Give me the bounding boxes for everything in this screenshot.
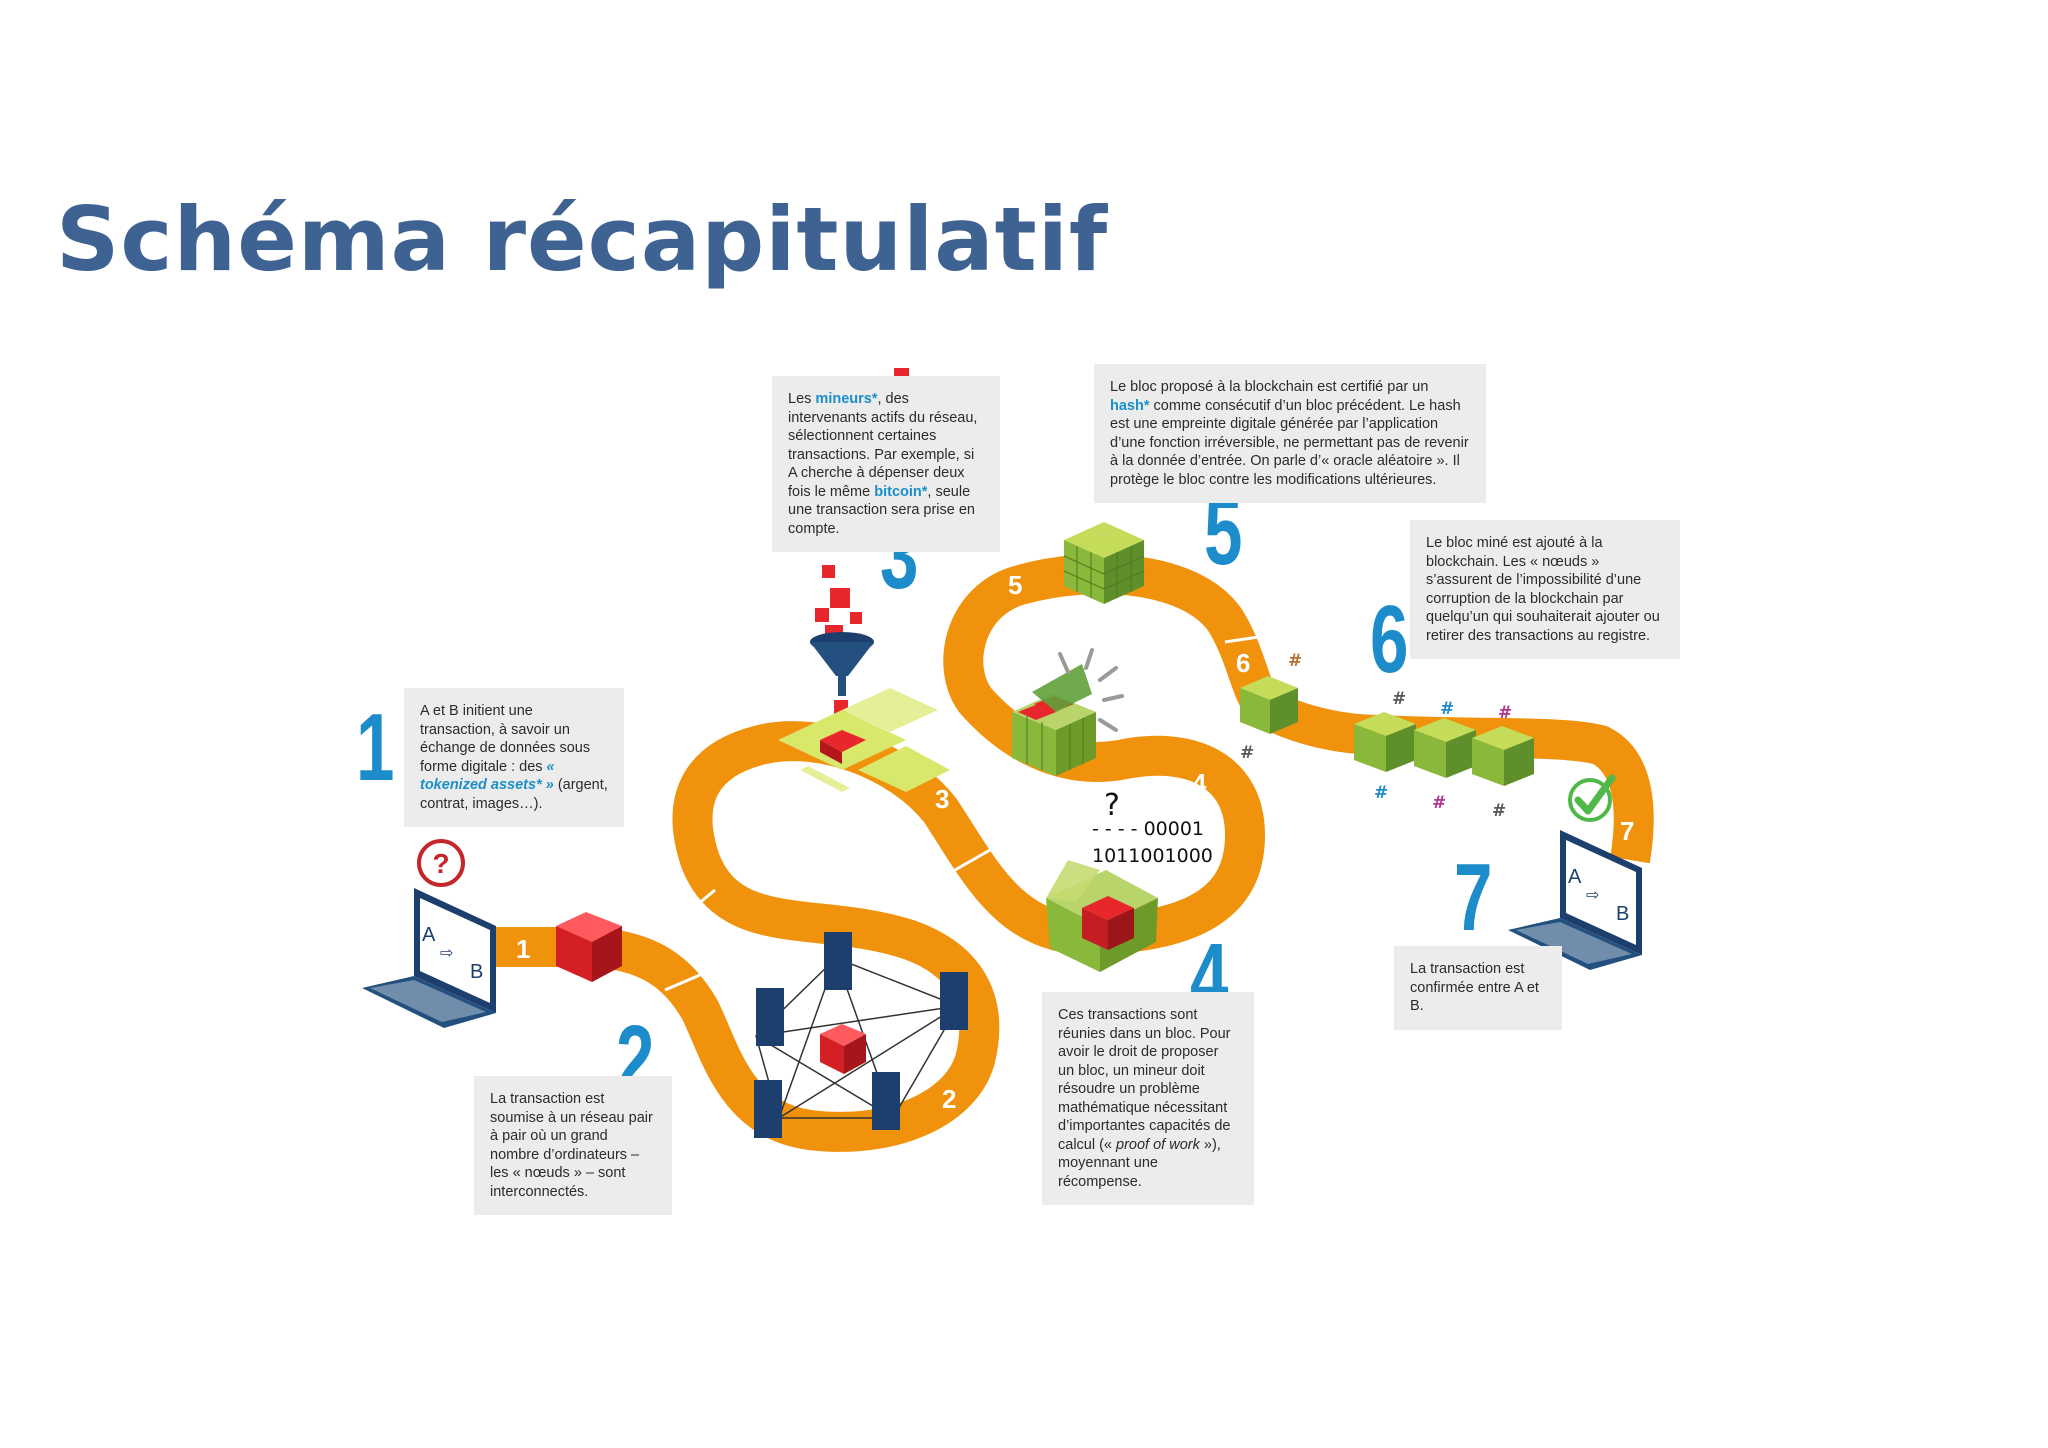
chain-cubes-icon bbox=[1240, 676, 1534, 786]
burst-icon bbox=[1058, 648, 1124, 732]
open-box-icon bbox=[1046, 860, 1158, 972]
path-label-2: 2 bbox=[942, 1084, 956, 1114]
transaction-cube-icon bbox=[556, 912, 622, 982]
hash-icon: # bbox=[1498, 703, 1512, 723]
step-7-text-box: La transaction est confirmée entre A et … bbox=[1394, 946, 1562, 1030]
binary-line-2: 1011001000 bbox=[1092, 845, 1213, 867]
certified-cube-icon bbox=[1063, 522, 1145, 604]
hash-icon: # bbox=[1374, 783, 1388, 803]
step-7-text: La transaction est confirmée entre A et … bbox=[1410, 961, 1539, 1014]
path-label-1: 1 bbox=[516, 934, 530, 964]
funnel-icon bbox=[810, 632, 874, 696]
step-6-text: Le bloc miné est ajouté à la blockchain.… bbox=[1426, 535, 1660, 644]
svg-text:?: ? bbox=[432, 848, 449, 879]
step-4-text-box: Ces transactions sont réunies dans un bl… bbox=[1042, 992, 1254, 1205]
arrow-icon: ⇨ bbox=[440, 943, 453, 962]
step-2-text-box: La transaction est soumise à un réseau p… bbox=[474, 1076, 672, 1215]
path-label-6: 6 bbox=[1236, 648, 1250, 678]
laptop-b-label: B bbox=[1616, 903, 1629, 925]
question-icon: ? bbox=[417, 839, 465, 887]
hash-icon: # bbox=[1492, 801, 1506, 821]
binary-line-1: - - - - 00001 bbox=[1092, 818, 1204, 840]
path-label-7: 7 bbox=[1620, 816, 1634, 846]
laptop-icon: A ⇨ B bbox=[362, 888, 496, 1028]
step-3-text: Les mineurs*, des intervenants actifs du… bbox=[788, 391, 978, 537]
hash-icon: # bbox=[1288, 651, 1302, 671]
step-number-6: 6 bbox=[1370, 586, 1409, 693]
step-number-7: 7 bbox=[1454, 844, 1493, 951]
step-5-text-box: Le bloc proposé à la blockchain est cert… bbox=[1094, 364, 1486, 503]
step-2-text: La transaction est soumise à un réseau p… bbox=[490, 1091, 653, 1200]
laptop-a-label: A bbox=[1568, 866, 1582, 888]
mining-cube-icon bbox=[1012, 664, 1096, 776]
hash-icon: # bbox=[1392, 689, 1406, 709]
step-5-text: Le bloc proposé à la blockchain est cert… bbox=[1110, 379, 1469, 488]
laptop-b-label: B bbox=[470, 961, 483, 983]
step-1-text: A et B initient une transaction, à savoi… bbox=[420, 703, 608, 812]
path-label-5: 5 bbox=[1008, 570, 1022, 600]
selection-tiles-icon bbox=[778, 688, 950, 792]
laptop-a-label: A bbox=[422, 924, 436, 946]
question-text: ? bbox=[1104, 788, 1120, 823]
check-icon bbox=[1568, 774, 1616, 822]
step-4-text: Ces transactions sont réunies dans un bl… bbox=[1058, 1007, 1231, 1190]
hash-icon: # bbox=[1240, 743, 1254, 763]
path-separators bbox=[664, 634, 1266, 992]
hash-icon: # bbox=[1432, 793, 1446, 813]
binary-puzzle: ? - - - - 00001 1011001000 bbox=[1092, 788, 1213, 867]
network-cube-icon bbox=[820, 1024, 866, 1074]
step-1-text-box: A et B initient une transaction, à savoi… bbox=[404, 688, 624, 827]
page-title: Schéma récapitulatif bbox=[56, 188, 1109, 291]
step-6-text-box: Le bloc miné est ajouté à la blockchain.… bbox=[1410, 520, 1680, 659]
path-label-4: 4 bbox=[1192, 768, 1207, 798]
laptop-icon: A ⇨ B bbox=[1508, 830, 1642, 970]
step-number-1: 1 bbox=[356, 694, 395, 801]
step-3-text-box: Les mineurs*, des intervenants actifs du… bbox=[772, 376, 1000, 552]
hash-icon: # bbox=[1440, 699, 1454, 719]
path-label-3: 3 bbox=[935, 784, 949, 814]
arrow-icon: ⇨ bbox=[1586, 885, 1599, 904]
